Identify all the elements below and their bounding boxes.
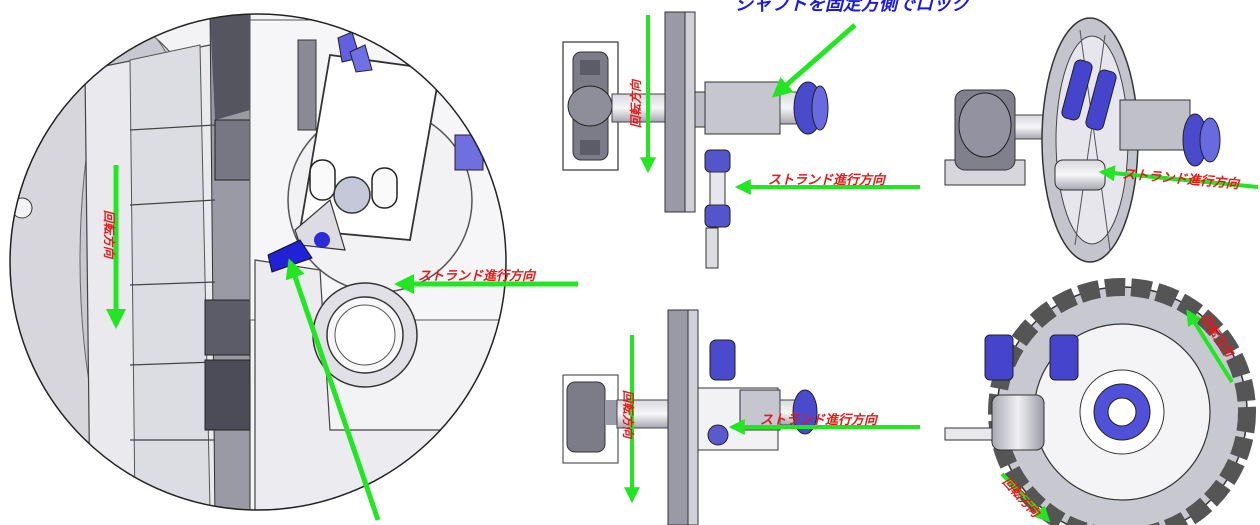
top-side-lock-arrow [771,23,857,98]
strand-direction-label-bottom-side: ストランド進行方向 [760,412,879,428]
side-view-bottom [562,309,818,525]
rotation-direction-label-left: 回転方向 [102,210,116,260]
isometric-view-top [944,17,1221,263]
side-view-top [562,11,829,269]
strand-direction-label-top-iso: ストランド進行方向 [1122,166,1242,192]
lock-shaft-header-label: シャフトを固定方側でロック [735,0,971,15]
front-view-bottom [944,278,1256,525]
rotation-direction-label-bottom-side: 回転方向 [621,390,635,440]
front-rotation-arrow-top [1186,309,1234,384]
left-pointer-arrow [285,258,381,521]
strand-direction-label-left: ストランド進行方向 [418,268,537,284]
rotation-direction-label-top-side: 回転方向 [629,78,643,128]
top-iso-strand-arrow [1098,165,1259,189]
strand-direction-label-top-side: ストランド進行方向 [768,172,887,188]
magnified-detail-view [9,13,507,511]
front-rotation-arrow-bottom [1000,472,1051,523]
